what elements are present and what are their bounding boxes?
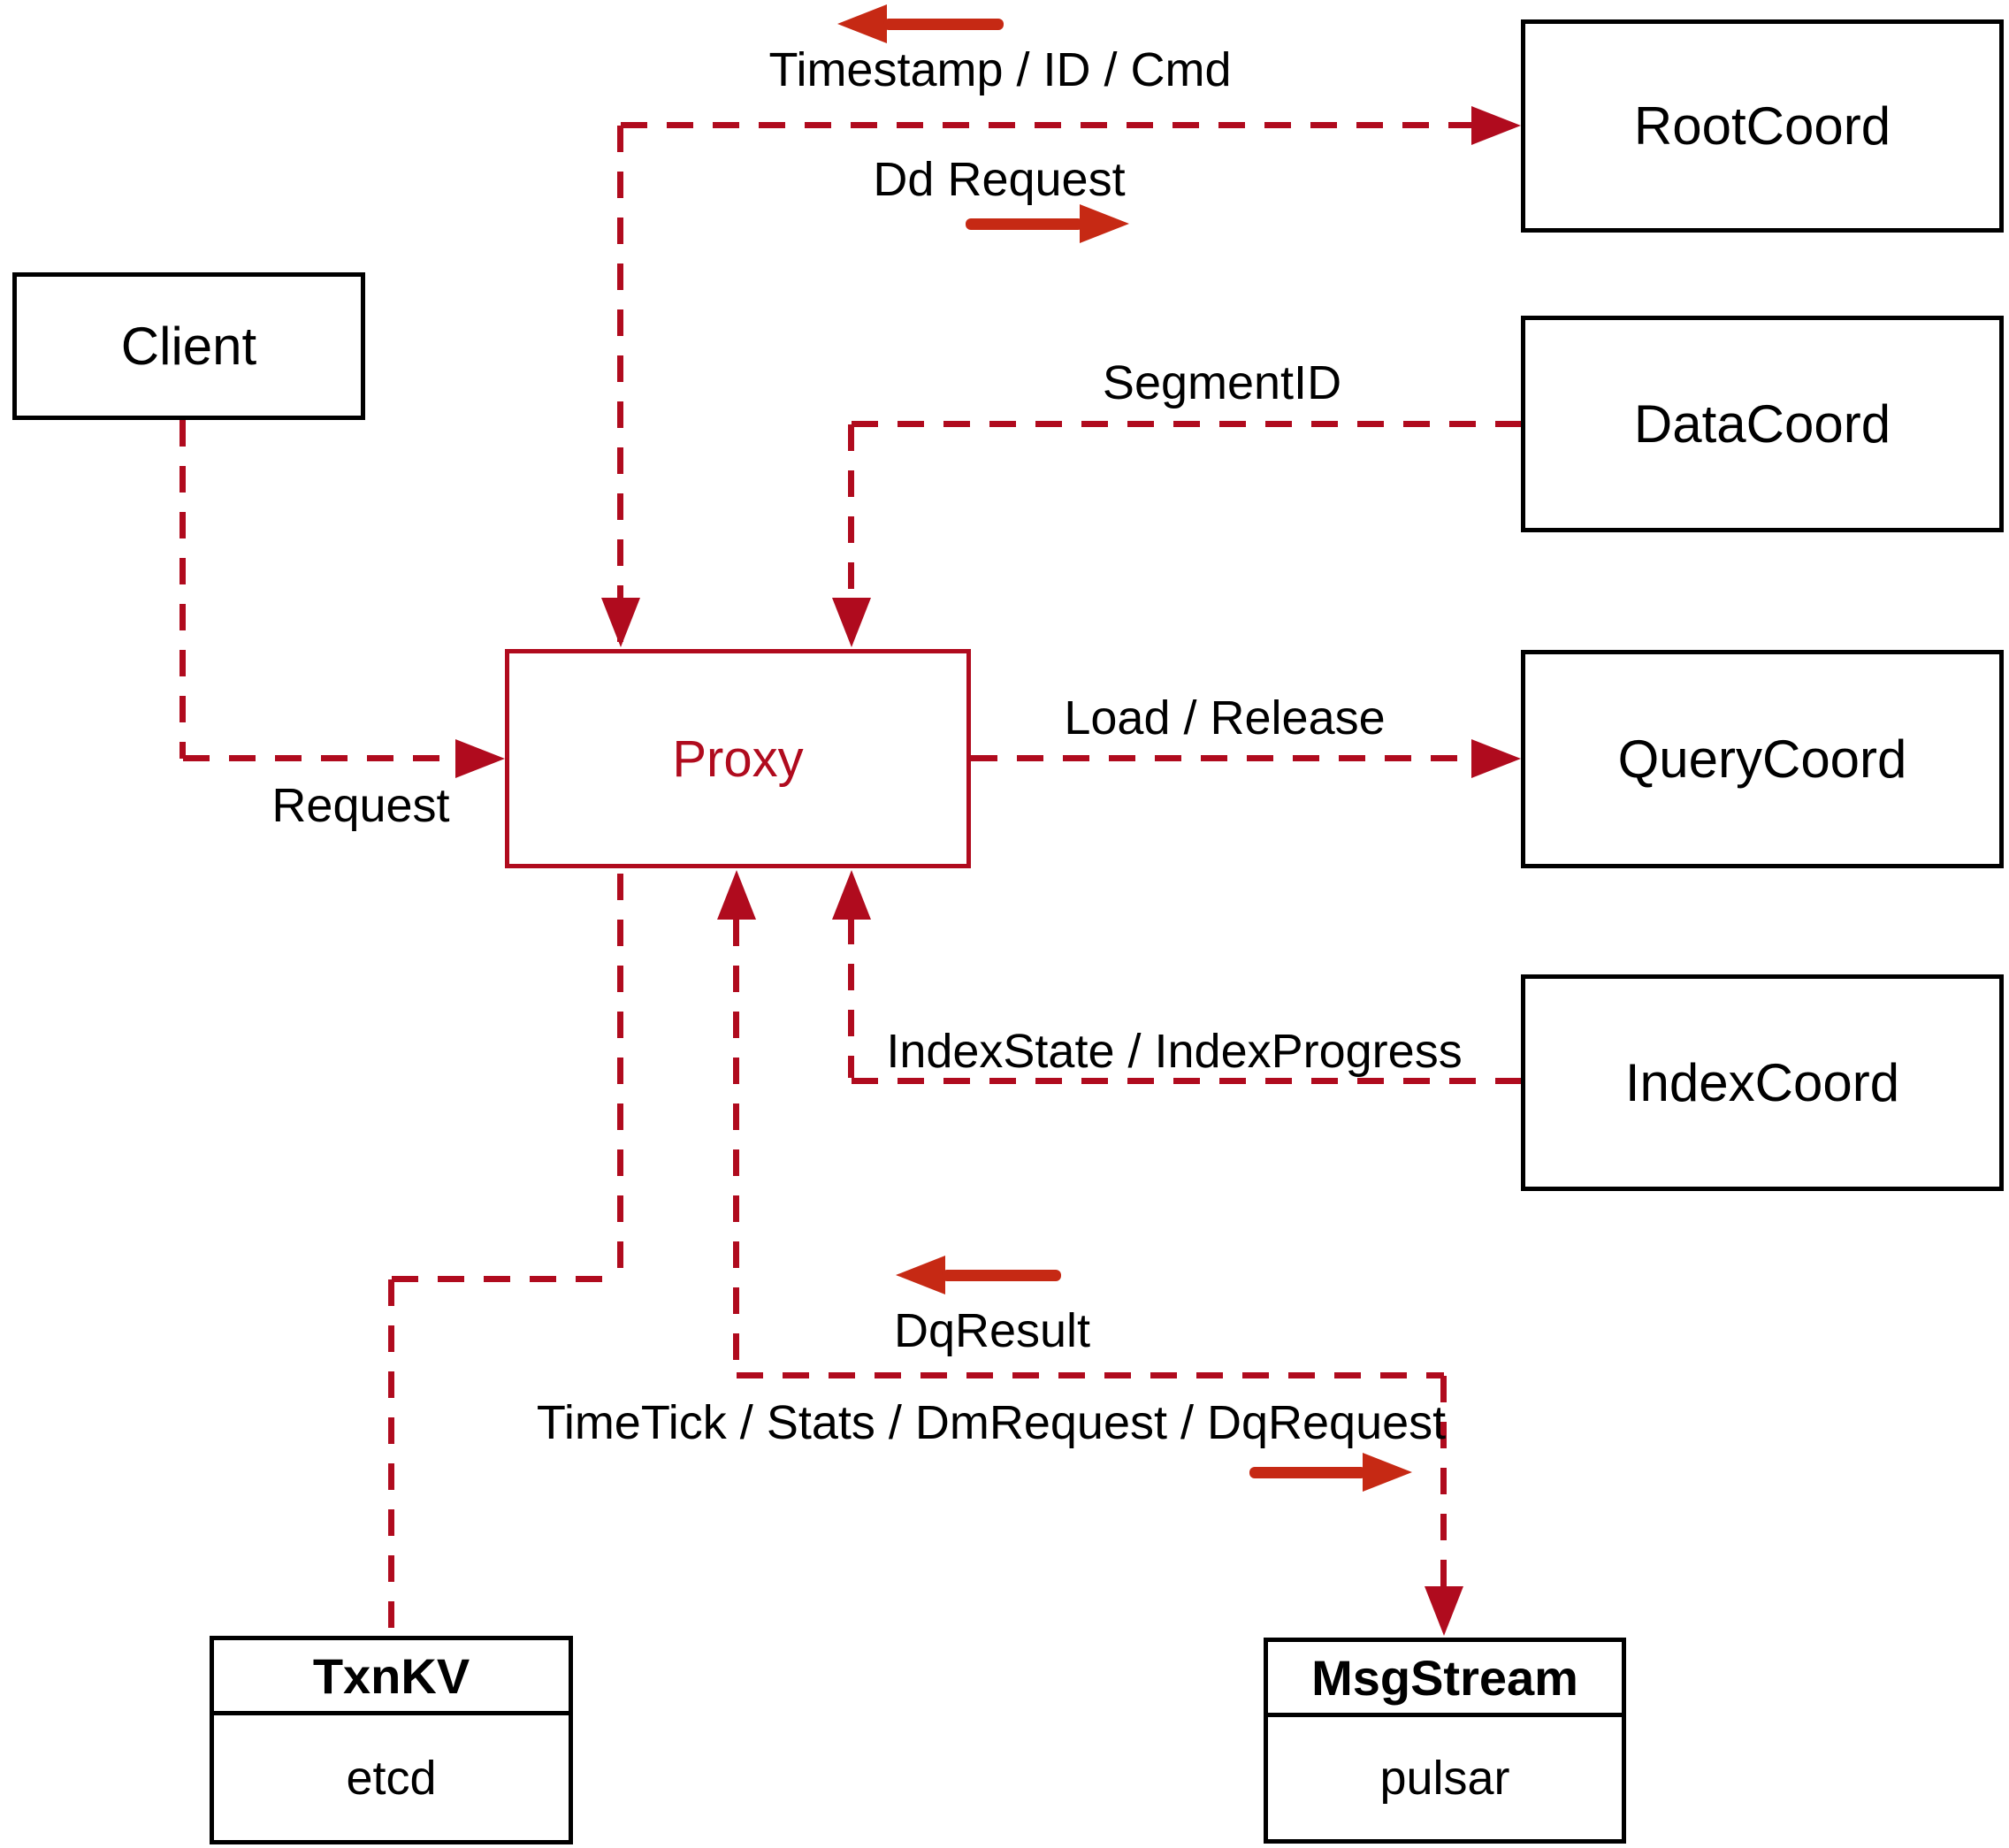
node-txnkv-title: TxnKV (214, 1640, 569, 1715)
node-indexcoord-label: IndexCoord (1624, 1053, 1900, 1112)
edge-msgstream-proxy-vertical (733, 920, 739, 1376)
node-msgstream-title: MsgStream (1268, 1642, 1622, 1717)
arrowhead-into-proxy-bottom-right (832, 870, 871, 920)
edge-client-proxy-horizontal (183, 755, 457, 761)
node-txnkv-impl: etcd (346, 1751, 437, 1805)
edge-proxy-msgstream-vertical (1440, 1376, 1447, 1588)
edge-indexcoord-proxy-vertical (848, 918, 854, 1078)
edge-proxy-rootcoord-horizontal (621, 122, 1471, 128)
edge-label-dq-result: DqResult (893, 1304, 1091, 1357)
arrowhead-into-querycoord (1471, 739, 1521, 778)
arrowhead-into-rootcoord (1471, 106, 1521, 145)
node-proxy-label: Proxy (672, 729, 804, 788)
edge-proxy-querycoord (971, 755, 1471, 761)
edge-label-dd-request: Dd Request (873, 153, 1126, 206)
node-datacoord: DataCoord (1521, 316, 2004, 532)
arrowhead-into-proxy-left (455, 739, 505, 778)
arrowhead-into-proxy-top-right (832, 598, 871, 647)
node-proxy: Proxy (505, 649, 971, 868)
edge-indexcoord-proxy-horizontal (852, 1078, 1521, 1084)
direction-arrow-right-timetick-icon (1363, 1453, 1412, 1492)
edge-label-timestamp-id-cmd: Timestamp / ID / Cmd (768, 43, 1232, 96)
edge-datacoord-proxy-horizontal (852, 421, 1521, 427)
edge-datacoord-proxy-vertical (848, 424, 854, 598)
node-querycoord-label: QueryCoord (1617, 729, 1907, 789)
node-client-label: Client (120, 317, 257, 376)
edge-proxy-txnkv-horizontal (392, 1276, 621, 1282)
node-indexcoord: IndexCoord (1521, 974, 2004, 1191)
direction-arrow-right-ddrequest-shaft (966, 218, 1083, 230)
edge-label-segment-id: SegmentID (1102, 356, 1342, 409)
direction-arrow-left-timestamp-shaft (883, 19, 1004, 30)
direction-arrow-right-ddrequest-icon (1080, 204, 1129, 243)
edge-label-request: Request (271, 779, 450, 832)
direction-arrow-left-timestamp-icon (837, 4, 887, 43)
edge-label-index-state: IndexState / IndexProgress (886, 1025, 1463, 1078)
edge-client-proxy-vertical (180, 420, 186, 759)
edge-label-time-tick: TimeTick / Stats / DmRequest / DqRequest (536, 1396, 1447, 1449)
node-querycoord: QueryCoord (1521, 650, 2004, 868)
edge-proxy-rootcoord-vertical (617, 126, 623, 642)
edge-msgstream-horizontal (737, 1372, 1444, 1378)
arrowhead-into-proxy-top-left (601, 598, 640, 647)
node-client: Client (12, 272, 365, 420)
node-rootcoord-label: RootCoord (1633, 96, 1891, 156)
direction-arrow-left-dqresult-icon (896, 1256, 945, 1294)
edge-proxy-txnkv-vertical-lower (388, 1279, 394, 1636)
node-msgstream-impl: pulsar (1379, 1752, 1510, 1805)
direction-arrow-right-timetick-shaft (1249, 1467, 1366, 1478)
edge-label-load-release: Load / Release (1064, 691, 1386, 745)
node-txnkv: TxnKV etcd (210, 1636, 573, 1844)
arrowhead-into-msgstream (1425, 1586, 1463, 1636)
direction-arrow-left-dqresult-shaft (942, 1270, 1061, 1281)
node-rootcoord: RootCoord (1521, 19, 2004, 233)
edge-proxy-txnkv-vertical-upper (617, 874, 623, 1279)
arrowhead-into-proxy-bottom-left (717, 870, 756, 920)
node-datacoord-label: DataCoord (1633, 394, 1891, 454)
node-msgstream: MsgStream pulsar (1264, 1638, 1626, 1844)
